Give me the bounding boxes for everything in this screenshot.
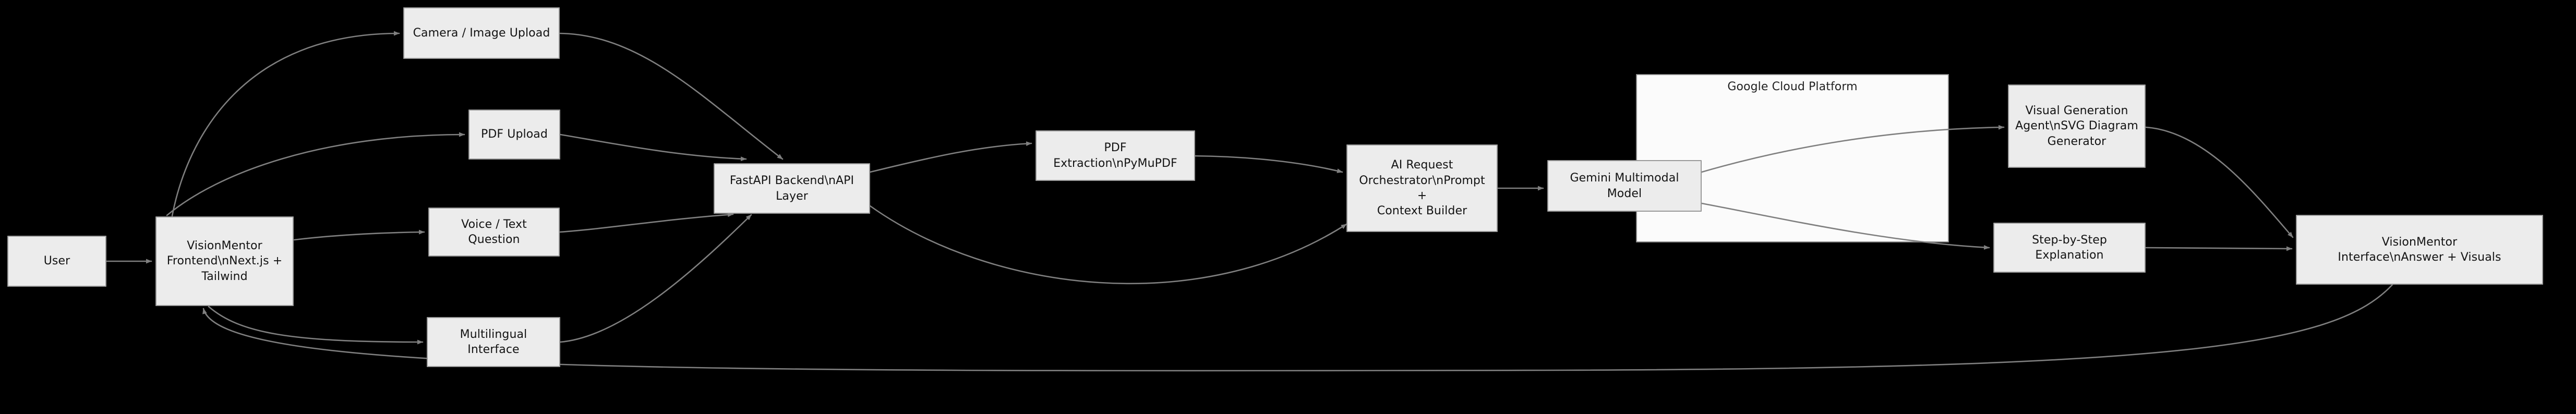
- edge-visual_gen-to-interface: [2145, 126, 2294, 238]
- edge-voice-to-fastapi: [559, 212, 734, 233]
- node-pdf_upload[interactable]: PDF Upload: [468, 109, 560, 160]
- edge-frontend-to-pdf_upload: [166, 132, 465, 216]
- edge-pdf_upload-to-fastapi: [559, 133, 747, 162]
- edge-step_expl-to-interface: [2145, 246, 2293, 251]
- cluster-gcp: Google Cloud Platform: [1636, 74, 1949, 242]
- node-step_expl[interactable]: Step-by-Step Explanation: [1993, 223, 2146, 273]
- edge-frontend-to-multilingual: [208, 306, 424, 345]
- node-gemini[interactable]: Gemini Multimodal Model: [1547, 160, 1702, 212]
- cluster-label-gcp: Google Cloud Platform: [1727, 80, 1858, 93]
- node-multilingual[interactable]: Multilingual Interface: [427, 317, 560, 367]
- edge-pdf_extract-to-orchestrator: [1194, 155, 1343, 173]
- node-camera[interactable]: Camera / Image Upload: [403, 7, 560, 59]
- node-interface[interactable]: VisionMentor Interface\nAnswer + Visuals: [2296, 215, 2543, 285]
- edge-frontend-to-voice: [293, 229, 425, 241]
- edge-multilingual-to-fastapi: [559, 214, 752, 343]
- edge-frontend-to-camera: [171, 31, 400, 217]
- node-user[interactable]: User: [7, 236, 106, 287]
- edge-fastapi-to-orchestrator: [869, 205, 1347, 285]
- node-frontend[interactable]: VisionMentor Frontend\nNext.js + Tailwin…: [155, 216, 294, 306]
- node-pdf_extract[interactable]: PDF Extraction\nPyMuPDF: [1036, 130, 1195, 181]
- node-orchestrator[interactable]: AI Request Orchestrator\nPrompt + Contex…: [1346, 144, 1498, 232]
- node-visual_gen[interactable]: Visual Generation Agent\nSVG Diagram Gen…: [2008, 84, 2146, 168]
- node-fastapi[interactable]: FastAPI Backend\nAPI Layer: [714, 163, 870, 214]
- edge-camera-to-fastapi: [559, 32, 784, 160]
- edge-fastapi-to-pdf_extract: [869, 141, 1032, 173]
- node-voice[interactable]: Voice / Text Question: [428, 208, 560, 257]
